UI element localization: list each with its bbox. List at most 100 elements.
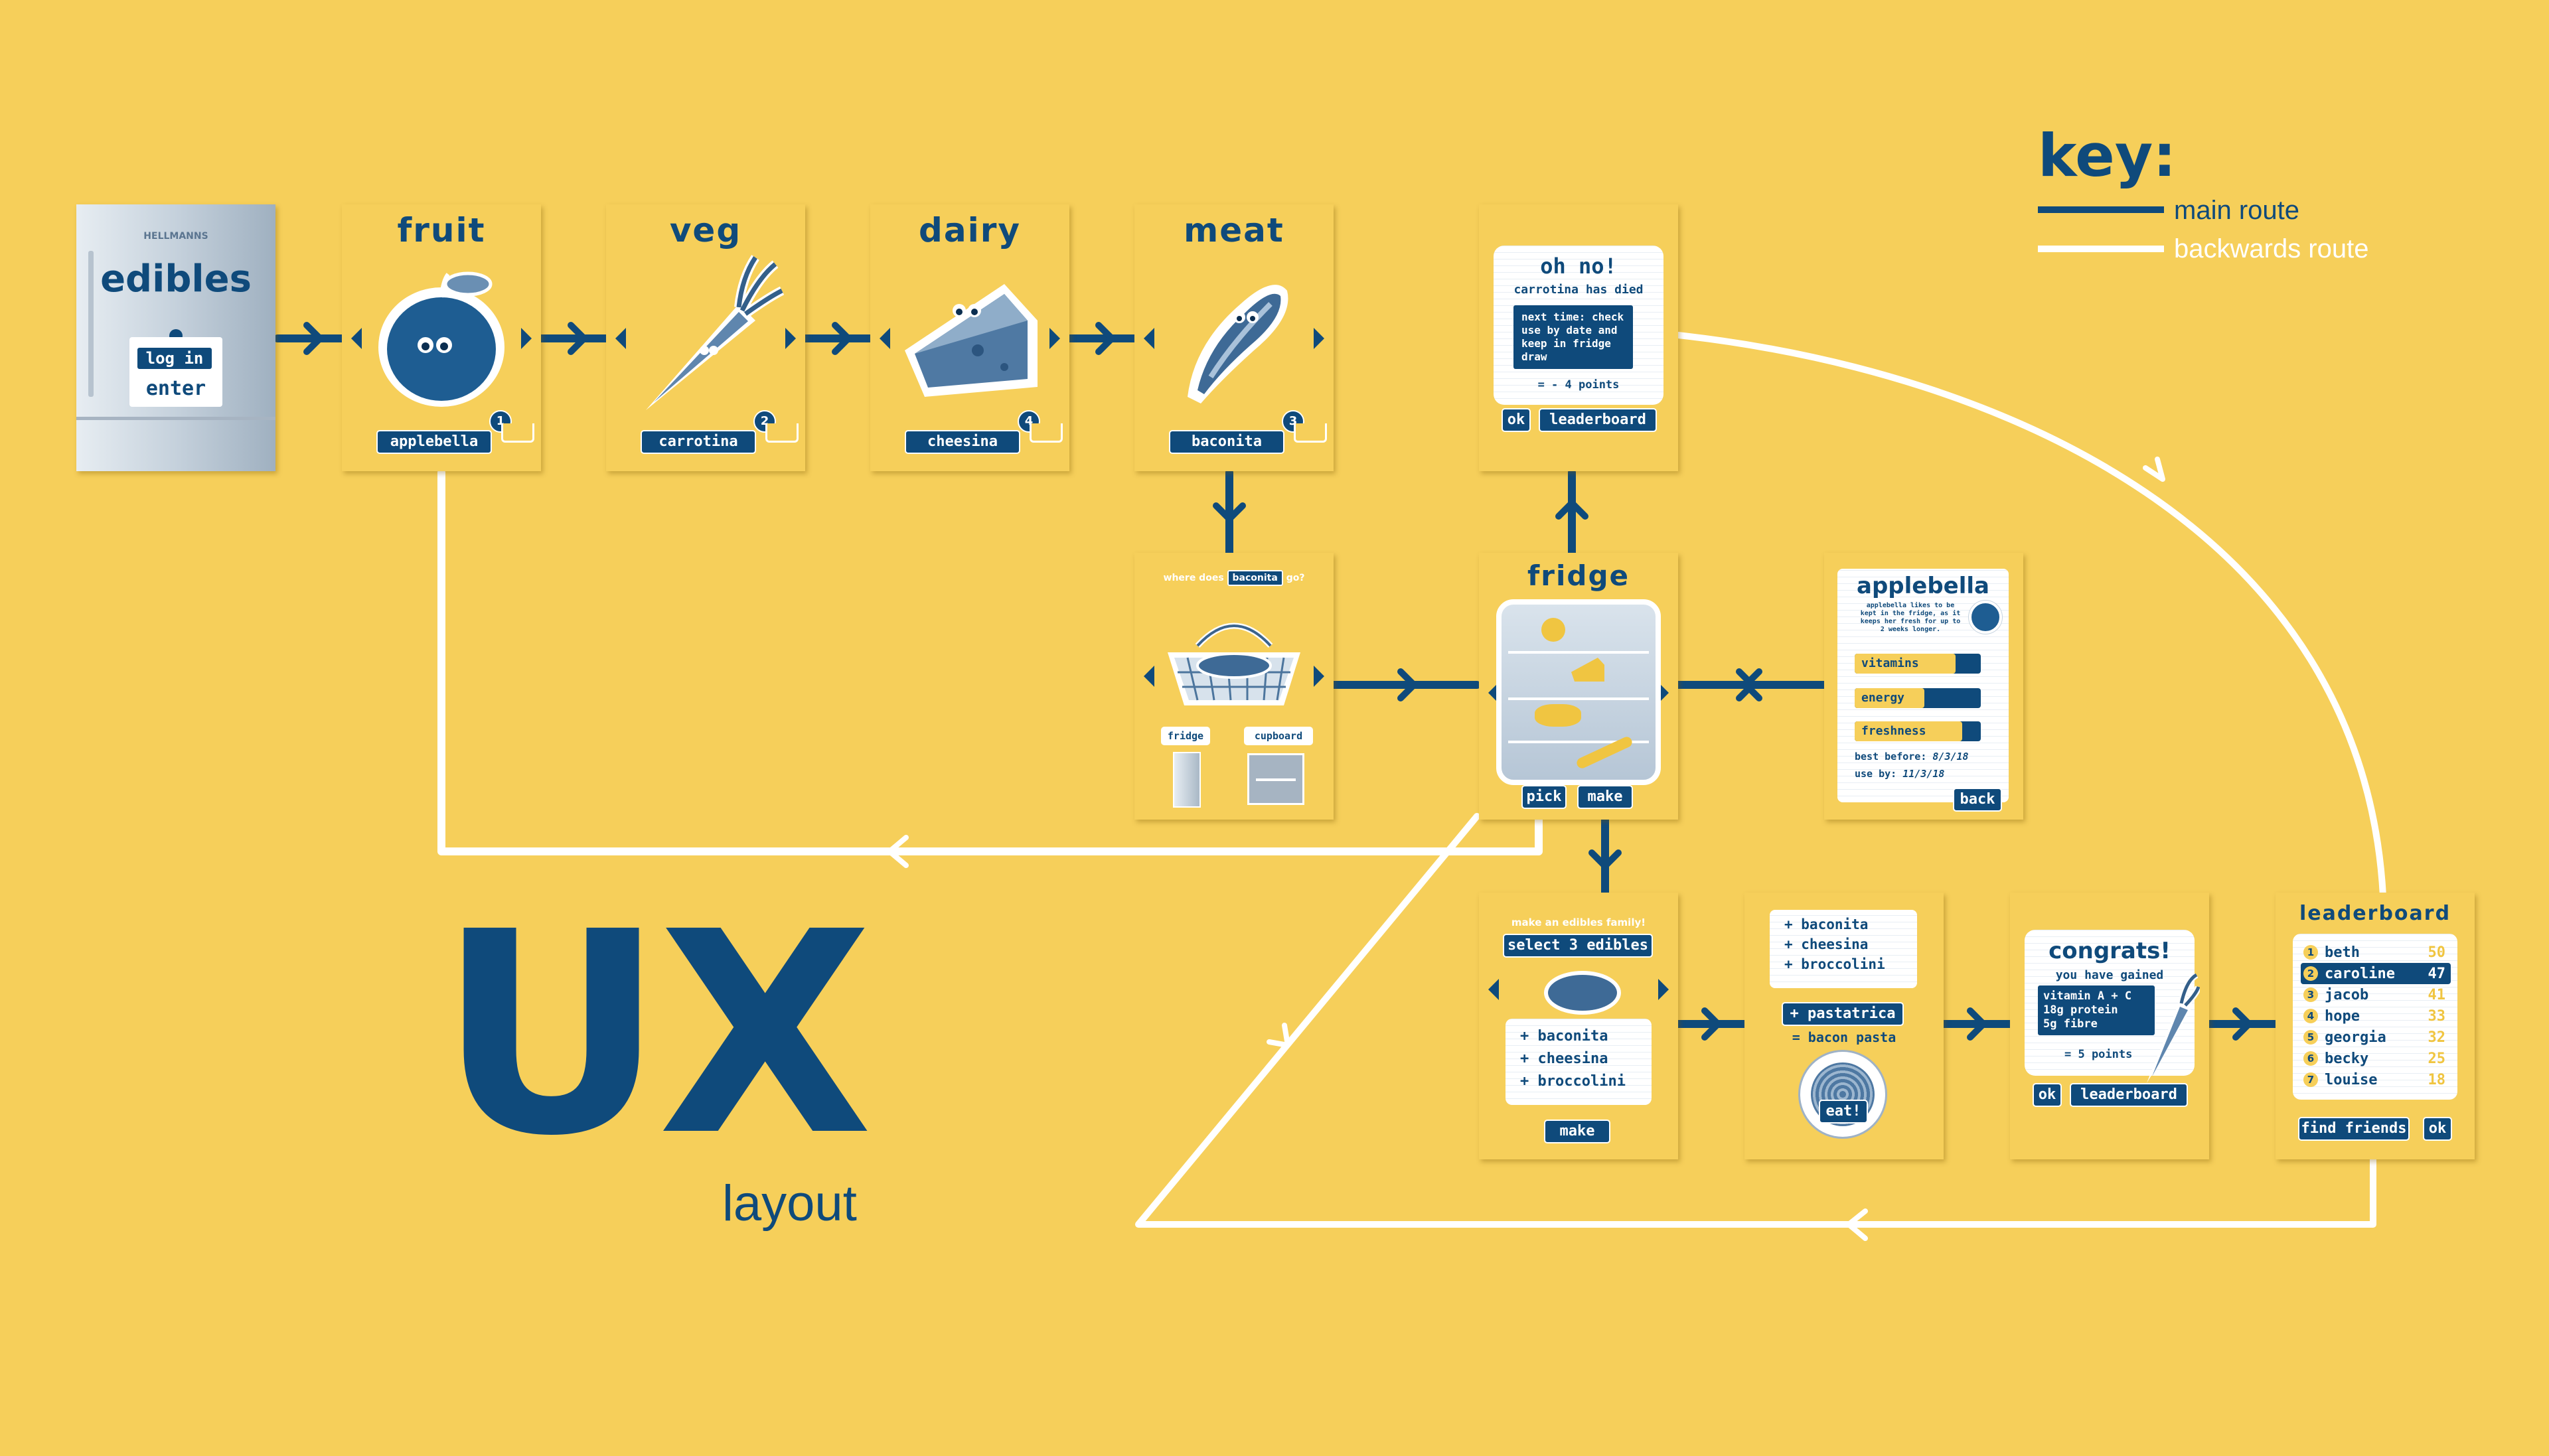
leaderboard-button[interactable]: leaderboard: [2070, 1083, 2188, 1107]
ok-button[interactable]: ok: [2423, 1117, 2452, 1141]
recipe-result: = bacon pasta: [1792, 1029, 1896, 1045]
vitamins-bar: vitamins: [1855, 654, 1981, 674]
brand-label: HELLMANNS: [143, 231, 208, 242]
shelf: [1508, 651, 1649, 654]
cupboard-shelf: [1256, 778, 1296, 781]
login-button[interactable]: log in: [136, 346, 213, 370]
player-score: 33: [2428, 1008, 2446, 1025]
profile-title: applebella: [1857, 573, 1989, 599]
next-arrow-icon[interactable]: [1314, 328, 1324, 349]
prev-arrow-icon[interactable]: [1144, 328, 1154, 349]
next-arrow-icon[interactable]: [785, 328, 796, 349]
leaderboard-row[interactable]: 1 beth 50: [2301, 942, 2451, 963]
died-points: = - 4 points: [1537, 378, 1620, 392]
next-arrow-icon[interactable]: [1658, 979, 1669, 1000]
prev-arrow-icon[interactable]: [615, 328, 626, 349]
backwards-route-label: backwards route: [2174, 234, 2369, 263]
next-arrow-icon[interactable]: [1049, 328, 1060, 349]
make-button[interactable]: make: [1577, 785, 1633, 809]
recipe-item: + baconita: [1784, 916, 1869, 932]
prev-arrow-icon[interactable]: [880, 328, 890, 349]
backwards-route-leaderboard: [1135, 813, 2376, 1228]
leaderboard-row[interactable]: 6 becky 25: [2301, 1048, 2451, 1069]
rank-badge: 6: [2303, 1051, 2318, 1066]
mini-fridge-icon[interactable]: [1173, 752, 1201, 808]
leaderboard-title: leaderboard: [2299, 902, 2451, 925]
cheese-icon: [1571, 658, 1604, 682]
chevron: [1846, 1208, 1868, 1241]
item-name-cheesina[interactable]: cheesina: [905, 430, 1020, 454]
died-card: oh no! carrotina has died next time: che…: [1479, 204, 1678, 471]
rank-badge: 1: [2303, 945, 2318, 960]
selected-list: + baconita + cheesina + broccolini: [1506, 1019, 1652, 1105]
login-card: HELLMANNS edibles log in enter: [76, 204, 275, 471]
prev-arrow-icon[interactable]: [351, 328, 362, 349]
basket-icon[interactable]: [765, 423, 799, 443]
count-badge: 4: [1018, 410, 1040, 433]
selected-item: + baconita: [1520, 1028, 1608, 1045]
chevron: [887, 835, 909, 868]
select-edibles-label: select 3 edibles: [1503, 934, 1653, 958]
item-name-applebella[interactable]: applebella: [376, 430, 492, 454]
shelf: [1508, 697, 1649, 700]
chevron: [1267, 1023, 1290, 1048]
fridge-title: fridge: [1527, 559, 1630, 592]
player-name: hope: [2325, 1008, 2360, 1025]
bacon-icon: [1544, 971, 1621, 1015]
where-q2: go?: [1286, 573, 1305, 583]
next-arrow-icon[interactable]: [1658, 682, 1669, 703]
next-arrow-icon[interactable]: [1314, 666, 1324, 687]
pick-button[interactable]: pick: [1521, 785, 1567, 809]
fridge-option-label[interactable]: fridge: [1161, 727, 1210, 745]
login-panel: log in enter: [129, 337, 222, 407]
player-name: jacob: [2325, 987, 2369, 1003]
ok-button[interactable]: ok: [1502, 408, 1531, 432]
next-arrow-icon[interactable]: [521, 328, 532, 349]
veg-title: veg: [669, 211, 742, 250]
fridge-divider: [76, 417, 275, 420]
make-button[interactable]: make: [1544, 1120, 1610, 1143]
ux-subtitle: layout: [722, 1175, 857, 1232]
family-heading: make an edibles family!: [1511, 916, 1646, 928]
player-score: 32: [2428, 1029, 2446, 1046]
recipe-card: + baconita + cheesina + broccolini + pas…: [1744, 893, 1944, 1159]
player-score: 25: [2428, 1051, 2446, 1067]
player-name: becky: [2325, 1051, 2369, 1067]
item-name-baconita[interactable]: baconita: [1169, 430, 1284, 454]
basket-icon[interactable]: [1294, 423, 1327, 443]
count-badge: 1: [489, 410, 512, 433]
player-score: 50: [2428, 944, 2446, 961]
best-before-label: best before:: [1855, 751, 1927, 763]
key-title: key:: [2038, 121, 2177, 190]
eat-button[interactable]: eat!: [1819, 1100, 1868, 1124]
rank-badge: 5: [2303, 1030, 2318, 1045]
leaderboard-button[interactable]: leaderboard: [1539, 408, 1657, 432]
find-friends-button[interactable]: find friends: [2298, 1117, 2410, 1141]
ux-title: UX: [438, 873, 873, 1197]
ok-button[interactable]: ok: [2033, 1083, 2062, 1107]
apple-icon: [1969, 601, 2002, 634]
use-by: use by: 11/3/18: [1855, 768, 1944, 780]
cupboard-icon[interactable]: [1247, 753, 1304, 805]
cupboard-option-label[interactable]: cupboard: [1244, 727, 1313, 745]
shopping-basket-icon: [1168, 622, 1300, 705]
back-button[interactable]: back: [1953, 788, 2002, 812]
basket-icon[interactable]: [501, 423, 534, 443]
enter-button[interactable]: enter: [145, 377, 206, 400]
basket-icon[interactable]: [1030, 423, 1063, 443]
item-name-carrotina[interactable]: carrotina: [641, 430, 756, 454]
fridge-card: fridge pick make: [1479, 553, 1678, 820]
prev-arrow-icon[interactable]: [1144, 666, 1154, 687]
died-notice: oh no! carrotina has died next time: che…: [1494, 246, 1663, 405]
bacon-icon: [1535, 704, 1581, 727]
player-name: beth: [2325, 944, 2360, 961]
prev-arrow-icon[interactable]: [1488, 979, 1499, 1000]
